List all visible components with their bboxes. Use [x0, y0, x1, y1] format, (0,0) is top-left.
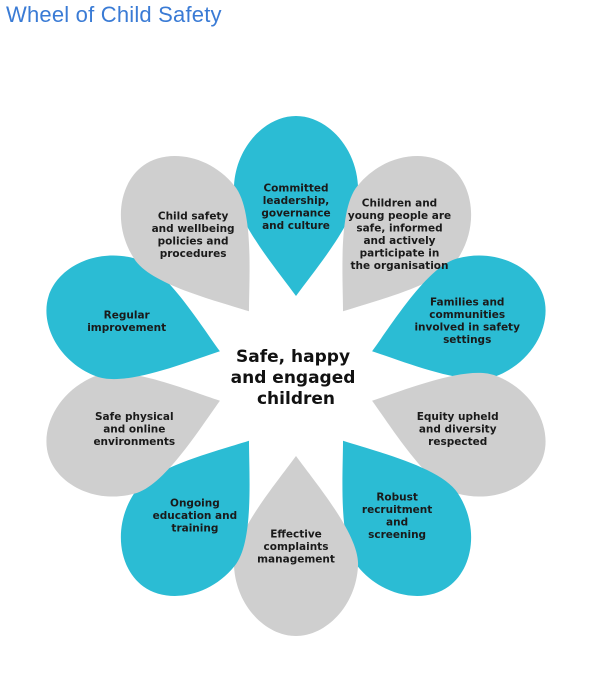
petal-leadership — [233, 116, 359, 296]
petal-label-participation-line-6: the organisation — [351, 260, 449, 272]
center-line-1: Safe, happy — [236, 347, 350, 367]
petal-label-participation-line-4: and actively — [363, 235, 435, 247]
petal-label-equity-line-3: respected — [428, 436, 487, 448]
petal-label-environments-line-2: and online — [103, 424, 165, 436]
petal-label-policies-line-4: procedures — [160, 248, 227, 260]
petal-improvement — [46, 255, 220, 380]
petal-label-policies-line-1: Child safety — [158, 211, 229, 223]
petal-label-equity-line-1: Equity upheld — [417, 411, 499, 423]
petal-label-education-line-3: training — [171, 523, 218, 535]
page-title: Wheel of Child Safety — [6, 2, 222, 27]
petal-label-leadership-line-1: Committed — [263, 182, 328, 194]
petal-label-leadership-line-2: leadership, — [263, 195, 329, 207]
petal-label-complaints-line-3: management — [257, 554, 335, 566]
petal-label-families-line-1: Families and — [430, 297, 504, 309]
petal-label-equity-line-2: and diversity — [419, 424, 497, 436]
petal-label-recruitment-line-1: Robust — [376, 491, 418, 503]
petal-label-recruitment-line-4: screening — [368, 529, 426, 541]
petal-complaints — [233, 456, 359, 636]
petal-label-policies-line-3: policies and — [158, 236, 229, 248]
petal-label-participation-line-1: Children and — [362, 197, 437, 209]
petal-label-participation-line-5: participate in — [360, 247, 440, 259]
center-label: Safe, happy and engaged children — [231, 347, 362, 409]
petal-label-complaints-line-1: Effective — [270, 529, 322, 541]
petal-label-policies-line-2: and wellbeing — [152, 223, 235, 235]
petal-label-families-line-4: settings — [443, 334, 491, 346]
petal-label-environments-line-3: environments — [93, 436, 175, 448]
petal-families — [372, 255, 546, 380]
petal-label-education-line-1: Ongoing — [170, 498, 220, 510]
petal-label-leadership-line-4: and culture — [262, 220, 330, 232]
petal-label-environments-line-1: Safe physical — [95, 411, 174, 423]
petal-recruitment — [342, 440, 472, 596]
petal-label-participation-line-3: safe, informed — [356, 222, 442, 234]
petal-label-participation-line-2: young people are — [348, 210, 451, 222]
petal-policies — [120, 156, 250, 312]
petal-label-improvement-line-2: improvement — [87, 322, 166, 334]
petal-equity — [372, 372, 546, 497]
petal-label-recruitment-line-3: and — [386, 516, 408, 528]
center-line-2: and engaged — [231, 368, 356, 388]
center-line-3: children — [257, 389, 335, 409]
petal-label-improvement-line-1: Regular — [104, 310, 151, 322]
petal-label-education-line-2: education and — [153, 510, 237, 522]
petal-label-complaints-line-2: complaints — [264, 541, 329, 553]
petal-label-leadership-line-3: governance — [261, 207, 330, 219]
petal-label-families-line-2: communities — [429, 309, 505, 321]
petal-label-families-line-3: involved in safety — [414, 322, 520, 334]
petal-label-recruitment-line-2: recruitment — [362, 504, 432, 516]
petal-environments — [46, 372, 220, 497]
